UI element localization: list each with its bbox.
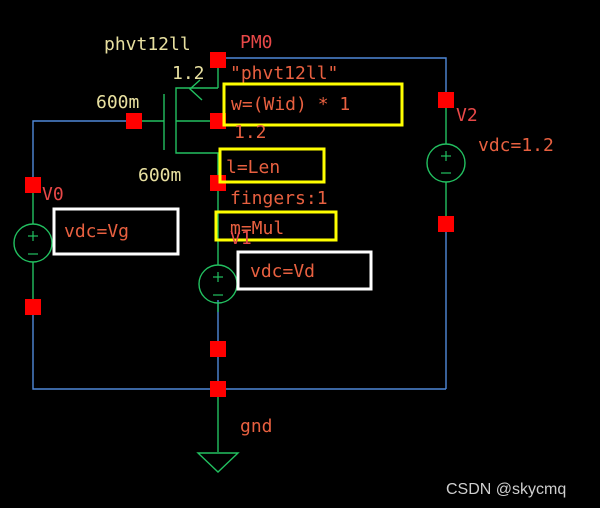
v0-param-label: vdc=Vg [64,221,129,242]
gnd-label: gnd [240,416,273,437]
v2-param-label: vdc=1.2 [478,135,554,156]
pin-v0-plus[interactable] [25,177,41,193]
width-label: 1.2 [172,63,205,84]
fingers-label: fingers:1 [230,188,328,209]
length-label-bottom: 600m [138,165,181,186]
pin-v2-plus[interactable] [438,92,454,108]
highlight-l-param [218,147,326,184]
highlight-m-param [214,210,338,242]
v1-name-label: V1 [230,228,252,249]
v1-param-label: vdc=Vd [250,261,315,282]
wires [32,57,447,390]
v2-source-body [426,143,466,183]
pins [25,52,454,397]
gnd-symbol [196,452,240,473]
pin-pm0-gate[interactable] [126,113,142,129]
v0-name-label: V0 [42,184,64,205]
watermark-text: CSDN @skycmq [446,481,566,498]
wire-bottom-loop [32,307,446,390]
m-param-label: m=Mul [230,218,284,239]
pin-v1-minus[interactable] [210,341,226,357]
w-param-label: w=(Wid) * 1 [231,94,350,115]
highlight-boxes [52,82,404,291]
cell-name-label: phvt12ll [104,34,191,55]
length-label-top: 600m [96,92,139,113]
highlight-vdc-vg [52,207,180,256]
wire-left-loop [32,120,134,185]
instance-name-label: PM0 [240,32,273,53]
pmos-arrow [188,79,203,101]
small-value-label: 1.2 [234,122,267,143]
polarity-marks [28,151,451,296]
highlight-w-param [222,82,404,127]
pin-pm0-source[interactable] [210,175,226,191]
pmos-source [175,148,219,183]
highlight-vdc-vd [236,250,373,291]
pin-pm0-body[interactable] [210,113,226,129]
model-label: "phvt12ll" [230,63,338,84]
l-param-label: l=Len [226,157,280,178]
pmos-drain [175,87,218,100]
v2-name-label: V2 [456,105,478,126]
pin-v2-minus[interactable] [438,216,454,232]
pin-pm0-drain[interactable] [210,52,226,68]
pin-v0-minus[interactable] [25,299,41,315]
pin-gnd[interactable] [210,381,226,397]
wire-top-right [218,57,447,100]
v0-source-body [13,223,53,263]
